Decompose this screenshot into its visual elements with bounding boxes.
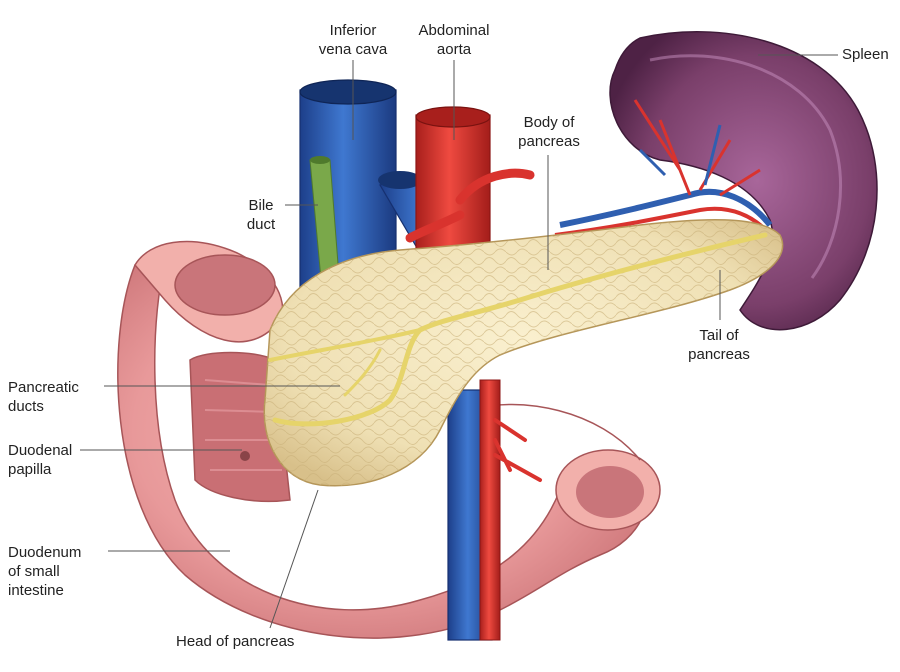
- label-head-of-pancreas: Head of pancreas: [176, 633, 295, 650]
- duodenum: [117, 240, 661, 639]
- splenic-vessels: [554, 99, 777, 242]
- leader-lines: [80, 54, 838, 629]
- duodenal-papilla: [240, 451, 250, 461]
- pancreas: [263, 218, 784, 487]
- pancreatic-ducts: [268, 232, 768, 427]
- label-spleen: Spleen: [842, 46, 889, 63]
